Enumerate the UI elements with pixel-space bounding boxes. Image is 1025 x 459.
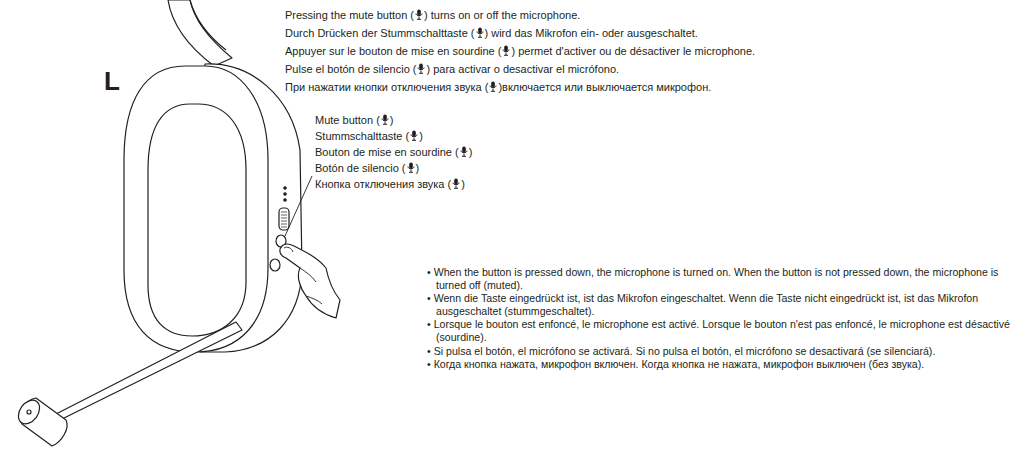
bullet-note: • Wenn die Taste eingedrückt ist, ist da… bbox=[427, 292, 1019, 317]
label-text: При нажатии кнопки отключения звука ( bbox=[285, 81, 488, 93]
hand bbox=[280, 244, 340, 318]
mic-icon bbox=[410, 130, 418, 141]
label-text: Кнопка отключения звука ( bbox=[315, 178, 451, 190]
label-text: ) bbox=[390, 114, 394, 126]
label-text: ) wird das Mikrofon ein- oder ausgeschal… bbox=[485, 27, 698, 39]
text-line: Mute button () bbox=[315, 112, 472, 128]
text-line: Pulse el botón de silencio ( ) para activ… bbox=[285, 60, 755, 78]
dial-ridges bbox=[281, 212, 287, 227]
bullet-note: • Когда кнопка нажата, микрофон включен.… bbox=[427, 358, 1019, 371]
mic-icon bbox=[407, 162, 415, 173]
mic-icon bbox=[415, 9, 423, 20]
label-text: Pulse el botón de silencio ( bbox=[285, 63, 416, 75]
label-text: Stummschalttaste ( bbox=[315, 130, 409, 142]
ear-cushion bbox=[124, 66, 268, 352]
callout-text: Mute button ()Stummschalttaste ()Bouton … bbox=[315, 112, 472, 192]
text-line: Botón de silencio () bbox=[315, 160, 472, 176]
label-text: ) bbox=[416, 162, 420, 174]
label-text: Durch Drücken der Stummschalttaste ( bbox=[285, 27, 475, 39]
headband bbox=[168, 0, 232, 66]
mic-grille bbox=[27, 410, 31, 414]
label-text: ) bbox=[469, 146, 473, 158]
volume-dial bbox=[279, 208, 289, 230]
mic-icon bbox=[476, 27, 484, 38]
label-text: ) para activar o desactivar el micrófono… bbox=[426, 63, 619, 75]
mic-boom bbox=[56, 322, 242, 420]
leader-line bbox=[285, 176, 312, 236]
text-line: Bouton de mise en sourdine () bbox=[315, 144, 472, 160]
label-text: ) bbox=[419, 130, 423, 142]
text-line: Pressing the mute button ( ) turns on or … bbox=[285, 6, 755, 24]
mic-icon bbox=[452, 178, 460, 189]
label-text: ) bbox=[461, 178, 465, 190]
instruction-text: Pressing the mute button ( ) turns on or … bbox=[285, 6, 755, 96]
label-text: )включается или выключается микрофон. bbox=[498, 81, 711, 93]
led-dot bbox=[284, 199, 286, 201]
text-line: При нажатии кнопки отключения звука ( )вк… bbox=[285, 78, 755, 96]
mic-icon bbox=[417, 63, 425, 74]
text-line: Кнопка отключения звука () bbox=[315, 176, 472, 192]
power-button bbox=[270, 259, 280, 271]
bullet-note: • When the button is pressed down, the m… bbox=[427, 266, 1019, 291]
bullet-note: • Lorsque le bouton est enfoncé, le micr… bbox=[427, 318, 1019, 343]
mic-capsule-end bbox=[14, 396, 44, 428]
label-text: Appuyer sur le bouton de mise en sourdin… bbox=[285, 45, 501, 57]
text-line: Durch Drücken der Stummschalttaste ( ) wi… bbox=[285, 24, 755, 42]
ear-pad bbox=[148, 104, 246, 336]
label-text: Bouton de mise en sourdine ( bbox=[315, 146, 459, 158]
label-text: Mute button ( bbox=[315, 114, 380, 126]
led-dot bbox=[284, 193, 286, 195]
label-text: Botón de silencio ( bbox=[315, 162, 406, 174]
side-marker: L bbox=[104, 66, 120, 97]
finger-nail bbox=[284, 247, 293, 252]
text-line: Stummschalttaste () bbox=[315, 128, 472, 144]
finger-crease bbox=[300, 268, 322, 304]
mic-icon bbox=[489, 81, 497, 92]
text-line: Appuyer sur le bouton de mise en sourdin… bbox=[285, 42, 755, 60]
label-text: ) permet d'activer ou de désactiver le m… bbox=[511, 45, 755, 57]
label-text: Pressing the mute button ( bbox=[285, 9, 414, 21]
mic-icon bbox=[460, 146, 468, 157]
headband-slider bbox=[190, 0, 226, 50]
bullet-notes: • When the button is pressed down, the m… bbox=[427, 266, 1019, 372]
bullet-note: • Si pulsa el botón, el micrófono se act… bbox=[427, 345, 1019, 358]
label-text: ) turns on or off the microphone. bbox=[424, 9, 580, 21]
mic-icon bbox=[381, 114, 389, 125]
led-dot bbox=[284, 187, 286, 189]
mic-icon bbox=[502, 45, 510, 56]
